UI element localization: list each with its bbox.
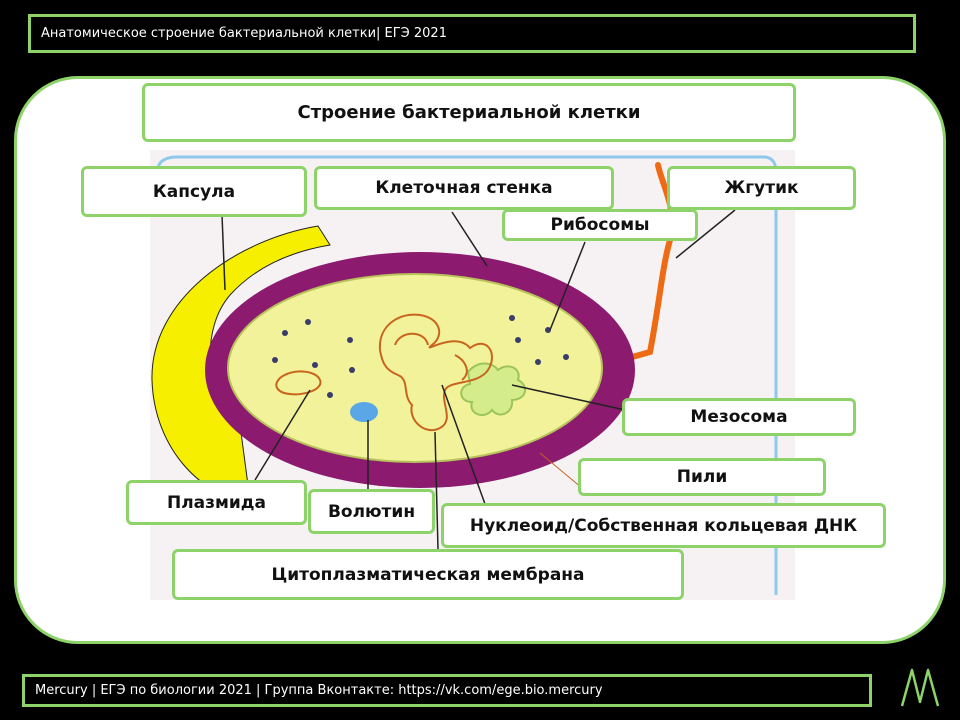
label-plasmid: Плазмида <box>126 480 307 525</box>
label-capsule: Капсула <box>81 166 307 217</box>
diagram-title: Строение бактериальной клетки <box>142 83 796 142</box>
footer-text: Mercury | ЕГЭ по биологии 2021 | Группа … <box>35 683 603 698</box>
nucleoid <box>378 313 493 431</box>
label-volutin: Волютин <box>308 489 435 534</box>
plasmid <box>275 370 322 396</box>
volutin <box>350 402 378 422</box>
label-flagellum: Жгутик <box>667 166 856 210</box>
label-mesosome: Мезосома <box>622 398 856 436</box>
mercury-logo <box>900 668 940 707</box>
label-ribosomes: Рибосомы <box>502 209 698 241</box>
header-title: Анатомическое строение бактериальной кле… <box>41 26 447 41</box>
ribosomes <box>272 315 569 398</box>
mesosome <box>460 362 527 417</box>
pointer-lines <box>221 209 736 550</box>
label-pili: Пили <box>578 458 826 496</box>
header-bar: Анатомическое строение бактериальной кле… <box>28 14 916 53</box>
footer-bar: Mercury | ЕГЭ по биологии 2021 | Группа … <box>22 674 872 707</box>
pili-line <box>539 452 583 489</box>
picture-frame <box>156 155 778 595</box>
label-cell-wall: Клеточная стенка <box>314 166 614 210</box>
cytoplasm <box>227 273 603 463</box>
label-membrane: Цитоплазматическая мембрана <box>172 549 684 600</box>
label-nucleoid: Нуклеоид/Собственная кольцевая ДНК <box>441 503 886 548</box>
